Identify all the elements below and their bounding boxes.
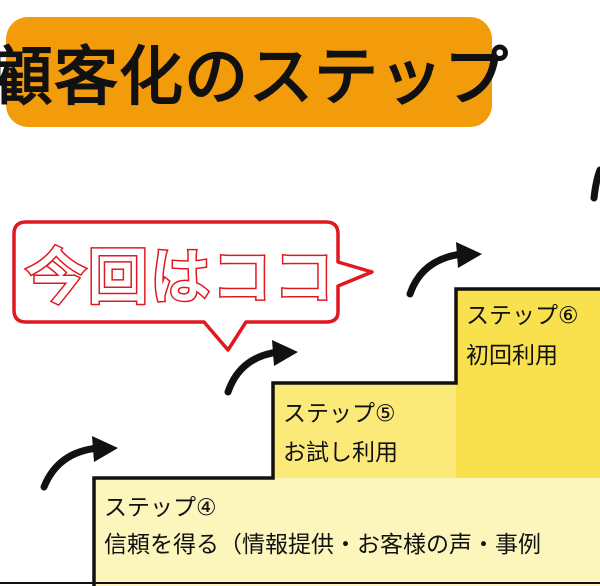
speech-bubble-outline bbox=[12, 220, 374, 352]
bubble-text: 今回はココ bbox=[25, 241, 336, 314]
step-4-label: ステップ④ bbox=[104, 495, 217, 521]
curved-arrow-icon bbox=[406, 242, 482, 298]
step-4-block bbox=[94, 478, 600, 586]
step-6-text: 初回利用 bbox=[466, 343, 558, 369]
step-5-label: ステップ⑤ bbox=[283, 401, 396, 427]
stairs-outline bbox=[92, 287, 600, 586]
title-banner: 顧客化のステップ bbox=[0, 17, 508, 127]
curved-arrow-icon bbox=[224, 340, 298, 396]
step-5-text: お試し利用 bbox=[283, 440, 398, 466]
step-4-text: 信頼を得る（情報提供・お客様の声・事例 bbox=[104, 532, 541, 558]
step-6-label: ステップ⑥ bbox=[466, 303, 579, 329]
page-title: 顧客化のステップ bbox=[0, 41, 509, 115]
curved-arrow-icon bbox=[40, 436, 118, 491]
curved-arrow-icon bbox=[590, 166, 600, 202]
